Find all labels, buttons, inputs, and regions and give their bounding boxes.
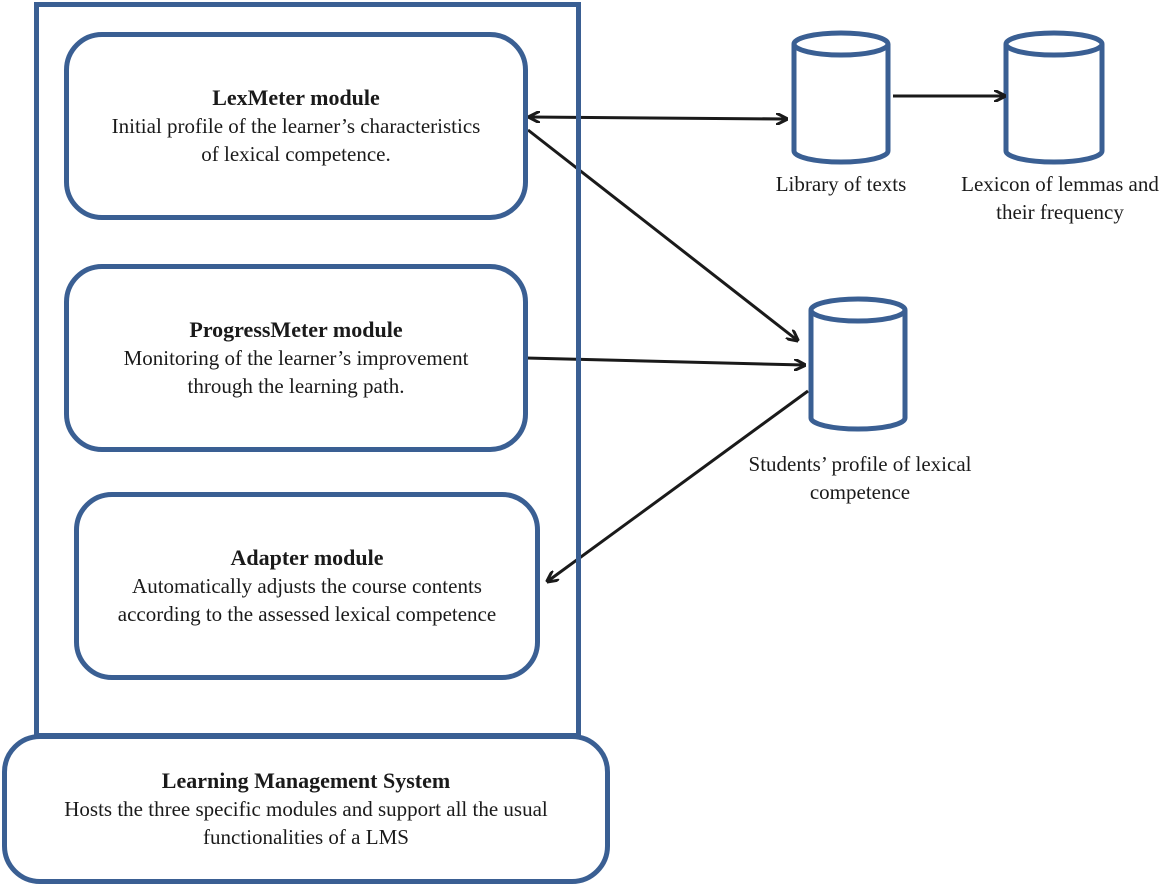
lexmeter-module-title: LexMeter module (212, 85, 380, 110)
lms-title: Learning Management System (161, 768, 451, 793)
database-library-cylinder (791, 30, 891, 165)
arrow-lexmeter-library (530, 117, 786, 119)
arrow-progressmeter-profile (525, 356, 804, 365)
progressmeter-module-box: ProgressMeter module Monitoring of the l… (64, 264, 528, 452)
database-profile-cylinder (808, 296, 908, 432)
database-lexicon-cylinder (1003, 30, 1105, 165)
adapter-module-description: Automatically adjusts the course content… (117, 574, 497, 626)
database-lexicon-label: Lexicon of lemmas and their frequency (961, 172, 1159, 224)
lexmeter-module-description: Initial profile of the learner’s charact… (111, 114, 481, 166)
database-profile-label: Students’ profile of lexical competence (748, 452, 972, 504)
database-library-label: Library of texts (775, 172, 907, 196)
progressmeter-module-title: ProgressMeter module (189, 317, 403, 342)
arrow-profile-adapter (548, 389, 809, 581)
adapter-module-box: Adapter module Automatically adjusts the… (74, 492, 540, 680)
lms-description: Hosts the three specific modules and sup… (64, 797, 548, 849)
adapter-module-title: Adapter module (230, 545, 384, 570)
lexmeter-module-box: LexMeter module Initial profile of the l… (64, 32, 528, 220)
arrow-lexmeter-profile (527, 128, 797, 340)
lms-box: Learning Management System Hosts the thr… (2, 734, 610, 884)
progressmeter-module-description: Monitoring of the learner’s improvement … (123, 346, 469, 398)
